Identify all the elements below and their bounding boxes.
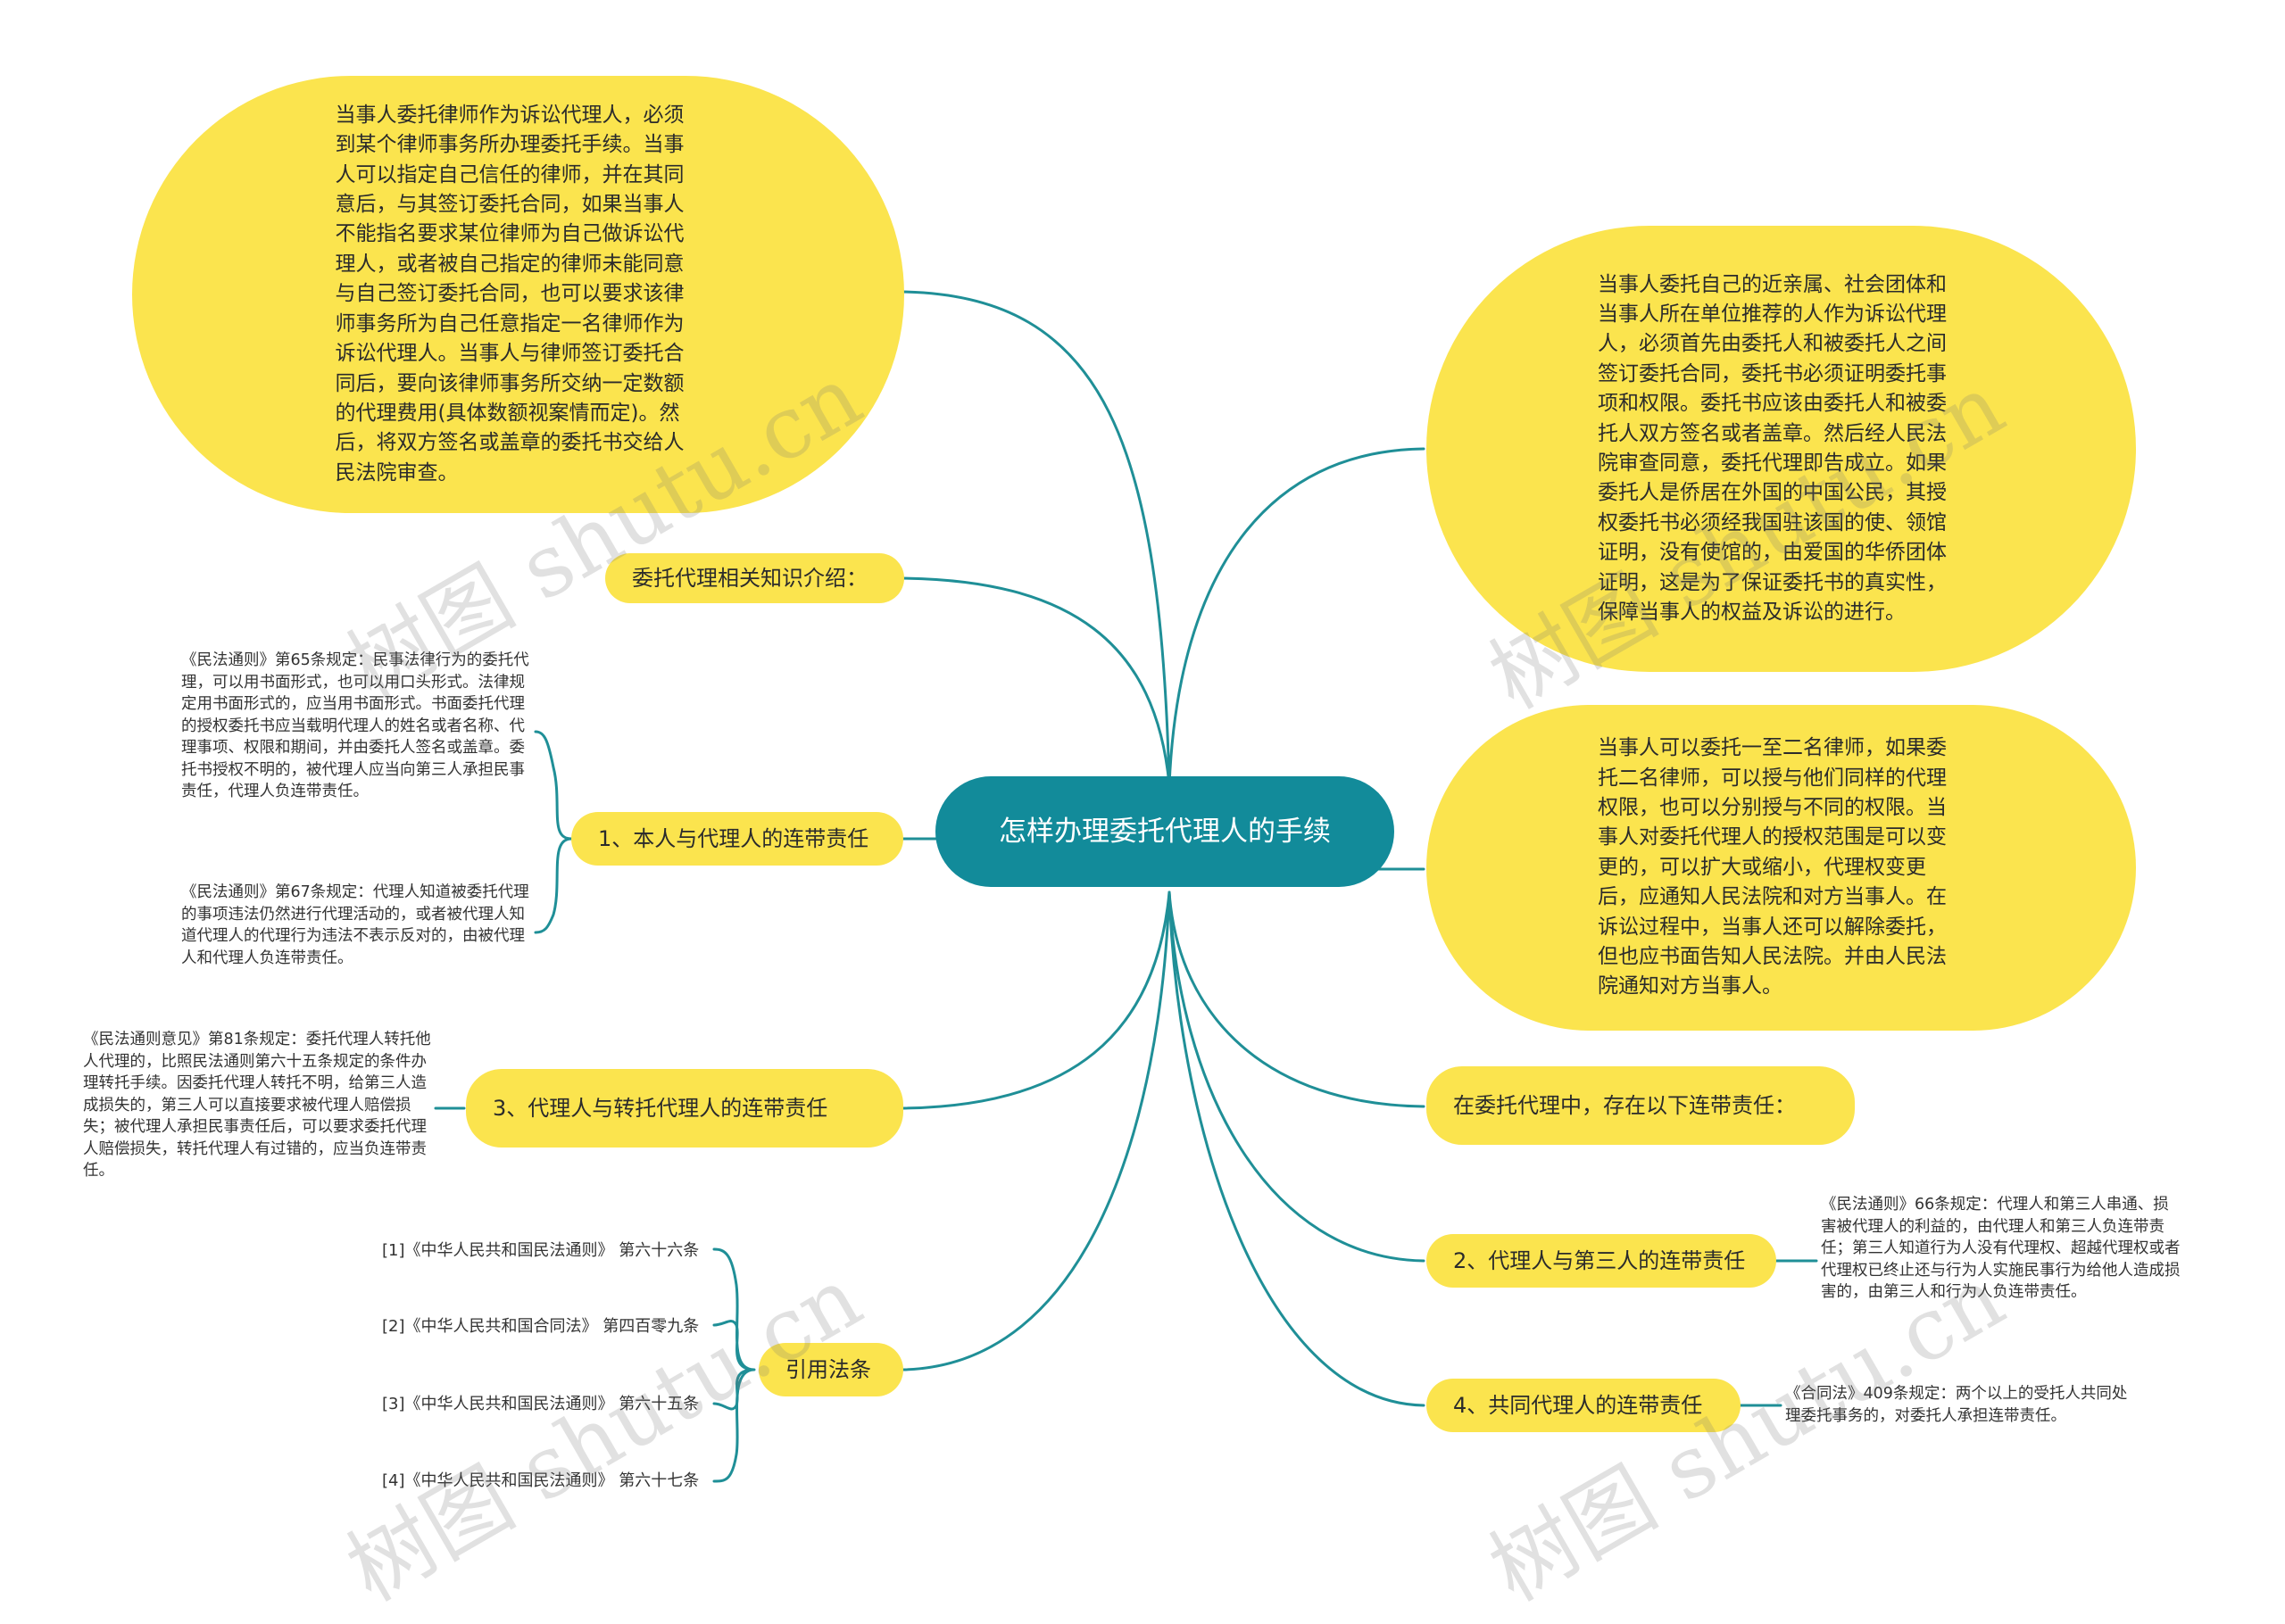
intro-node[interactable]: 委托代理相关知识介绍： xyxy=(605,553,904,603)
intro-label: 委托代理相关知识介绍： xyxy=(632,566,868,591)
co-agent-label: 4、共同代理人的连带责任 xyxy=(1453,1393,1703,1418)
sub-agent-note: 《民法通则意见》第81条规定：委托代理人转托他人代理的，比照民法通则第六十五条规… xyxy=(83,1031,431,1180)
relatives-node[interactable]: 当事人委托自己的近亲属、社会团体和当事人所在单位推荐的人作为诉讼代理人，必须首先… xyxy=(1426,226,2136,672)
citation-item-1[interactable]: [1]《中华人民共和国民法通则》 第六十六条 xyxy=(382,1241,700,1260)
agent-third-label: 2、代理人与第三人的连带责任 xyxy=(1453,1248,1746,1273)
two-lawyers-text: 当事人可以委托一至二名律师，如果委托二名律师，可以授与他们同样的代理权限，也可以… xyxy=(1598,736,1947,998)
link-to-relatives xyxy=(1167,447,1425,787)
link-to-citations xyxy=(902,891,1171,1371)
principal-agent-node[interactable]: 1、本人与代理人的连带责任 xyxy=(571,812,903,866)
principal-agent-note-1: 《民法通则》第65条规定：民事法律行为的委托代理，可以用书面形式，也可以用口头形… xyxy=(181,651,529,800)
citations-node[interactable]: 引用法条 xyxy=(759,1343,903,1396)
lawyer-text: 当事人委托律师作为诉讼代理人，必须到某个律师事务所办理委托手续。当事人可以指定自… xyxy=(335,103,685,485)
link-to-lawyer xyxy=(900,290,1171,787)
central-topic-label: 怎样办理委托代理人的手续 xyxy=(999,816,1331,848)
agent-third-node[interactable]: 2、代理人与第三人的连带责任 xyxy=(1426,1234,1776,1288)
link-to-co-agent xyxy=(1167,891,1425,1407)
citation-item-3[interactable]: [3]《中华人民共和国民法通则》 第六十五条 xyxy=(382,1395,700,1413)
agent-third-note: 《民法通则》66条规定：代理人和第三人串通、损害被代理人的利益的，由代理人和第三… xyxy=(1821,1196,2181,1301)
lawyer-node[interactable]: 当事人委托律师作为诉讼代理人，必须到某个律师事务所办理委托手续。当事人可以指定自… xyxy=(132,76,904,513)
principal-agent-note-2: 《民法通则》第67条规定：代理人知道被委托代理的事项违法仍然进行代理活动的，或者… xyxy=(181,883,529,967)
central-topic[interactable]: 怎样办理委托代理人的手续 xyxy=(935,776,1394,887)
sub-agent-node[interactable]: 3、代理人与转托代理人的连带责任 xyxy=(466,1069,903,1148)
citations-label: 引用法条 xyxy=(785,1357,871,1382)
joint-liability-intro-node[interactable]: 在委托代理中，存在以下连带责任： xyxy=(1426,1066,1855,1145)
mind-map-links xyxy=(434,290,1818,1483)
bracket-citations xyxy=(712,1247,756,1483)
co-agent-node[interactable]: 4、共同代理人的连带责任 xyxy=(1426,1379,1741,1432)
link-to-sub-agent xyxy=(900,891,1171,1110)
link-to-intro xyxy=(900,576,1171,787)
two-lawyers-node[interactable]: 当事人可以委托一至二名律师，如果委托二名律师，可以授与他们同样的代理权限，也可以… xyxy=(1426,705,2136,1031)
citation-item-4[interactable]: [4]《中华人民共和国民法通则》 第六十七条 xyxy=(382,1471,700,1490)
link-to-agent-third xyxy=(1167,891,1425,1263)
relatives-text: 当事人委托自己的近亲属、社会团体和当事人所在单位推荐的人作为诉讼代理人，必须首先… xyxy=(1598,272,1947,625)
joint-liability-intro-label: 在委托代理中，存在以下连带责任： xyxy=(1453,1093,1796,1118)
bracket-principal-agent xyxy=(534,730,573,934)
mind-map-canvas: 当事人委托律师作为诉讼代理人，必须到某个律师事务所办理委托手续。当事人可以指定自… xyxy=(83,76,2181,1620)
sub-agent-label: 3、代理人与转托代理人的连带责任 xyxy=(493,1096,828,1121)
principal-agent-label: 1、本人与代理人的连带责任 xyxy=(598,826,869,851)
citation-item-2[interactable]: [2]《中华人民共和国合同法》 第四百零九条 xyxy=(382,1317,700,1336)
link-to-joint-intro xyxy=(1167,891,1425,1108)
co-agent-note: 《合同法》409条规定：两个以上的受托人共同处理委托事务的，对委托人承担连带责任… xyxy=(1785,1385,2128,1425)
